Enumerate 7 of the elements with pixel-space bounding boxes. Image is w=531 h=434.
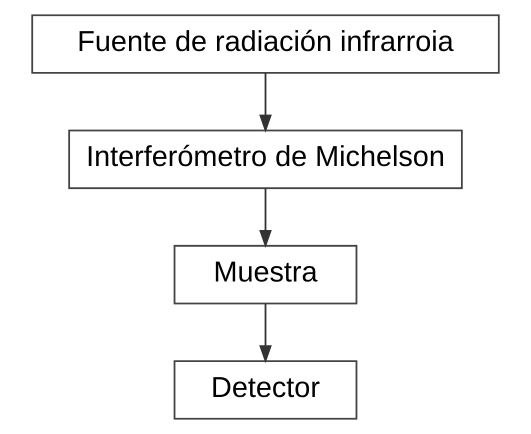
node-box: Muestra bbox=[174, 244, 358, 304]
arrow bbox=[259, 304, 272, 364]
node-box: Fuente de radiación infrarroia bbox=[31, 14, 500, 74]
arrow bbox=[259, 72, 272, 133]
node-box: Detector bbox=[174, 360, 358, 420]
arrow bbox=[259, 188, 272, 248]
node-box: Interferómetro de Michelson bbox=[68, 130, 463, 190]
